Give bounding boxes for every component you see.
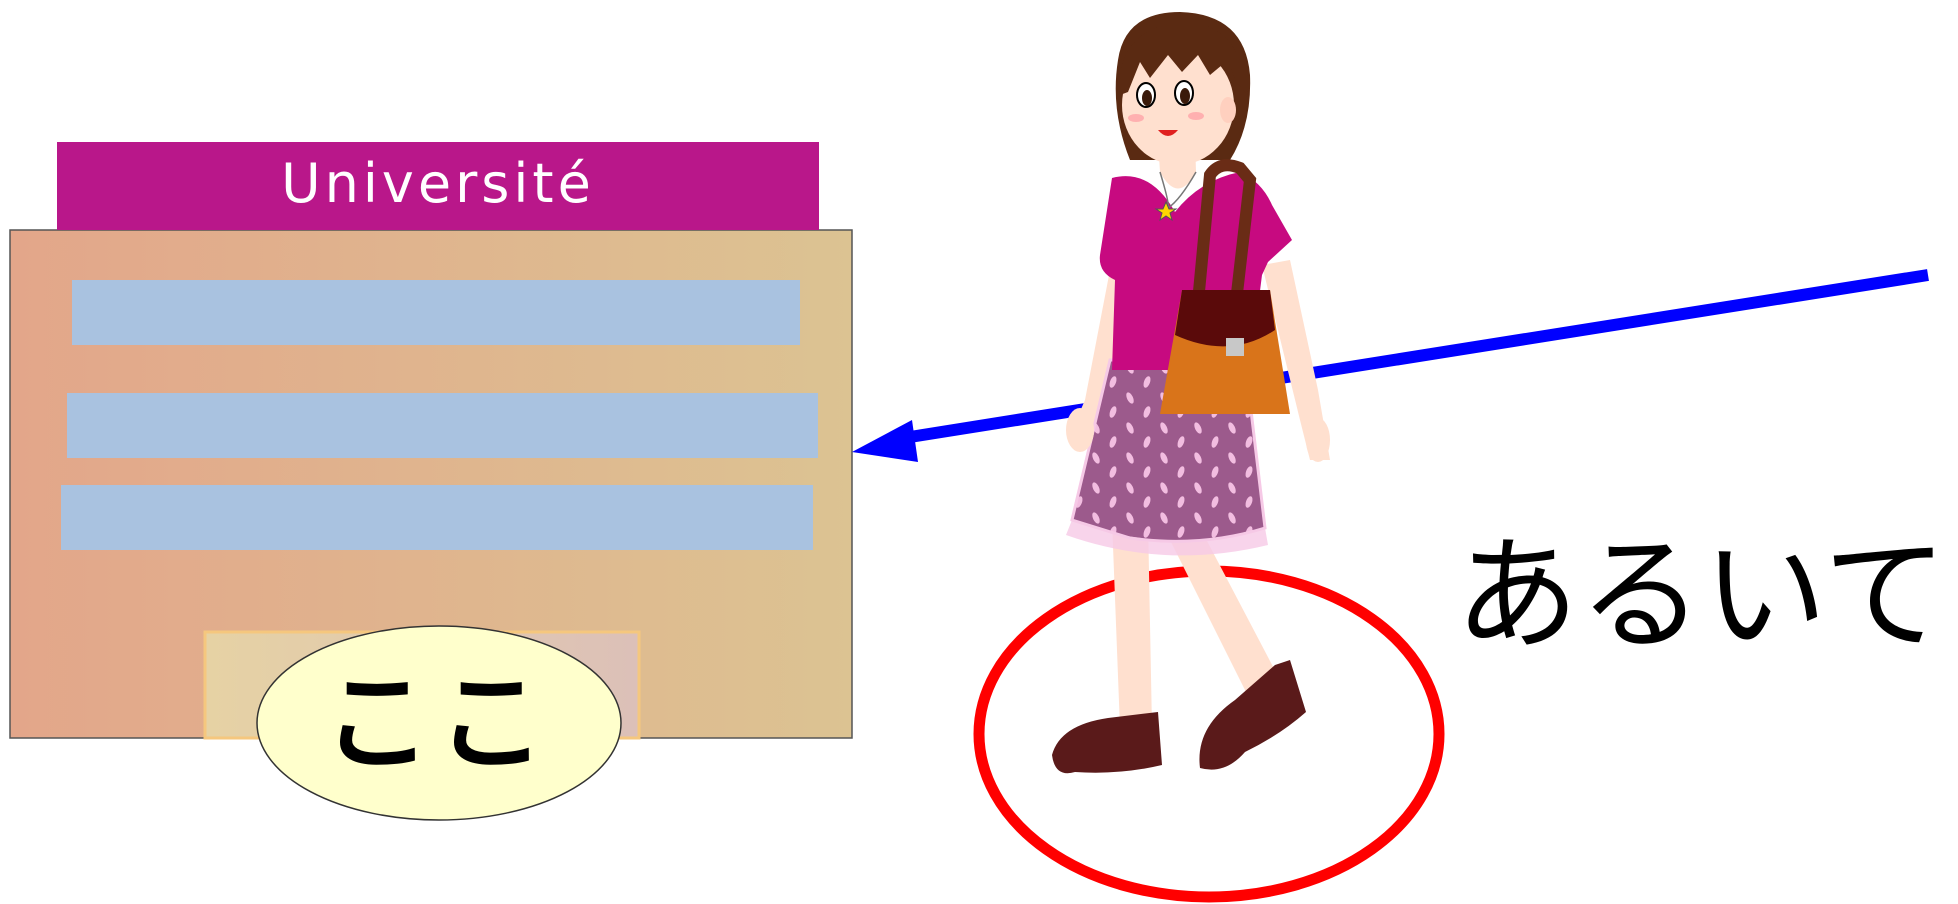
handbag-clasp xyxy=(1226,338,1244,356)
handbag-flap xyxy=(1175,290,1275,346)
woman-left-hand xyxy=(1066,408,1094,452)
woman-right-pupil xyxy=(1180,88,1190,104)
building-window-2 xyxy=(67,393,818,458)
woman-left-blush xyxy=(1128,114,1144,122)
woman-left-pupil xyxy=(1142,90,1152,106)
university-building: Université ここ xyxy=(10,142,852,820)
arrow-shaft xyxy=(910,275,1928,437)
arrow-head xyxy=(852,420,918,462)
building-window-1 xyxy=(72,280,800,345)
woman-left-shoe xyxy=(1052,712,1162,773)
woman-ear xyxy=(1220,97,1236,123)
walking-woman xyxy=(1052,12,1330,773)
entrance-marker-label: ここ xyxy=(323,661,551,786)
woman-right-hand xyxy=(1306,418,1330,462)
walking-path-arrow xyxy=(852,275,1928,462)
building-window-3 xyxy=(61,485,813,550)
building-sign-text: Université xyxy=(281,152,595,215)
woman-right-blush xyxy=(1188,112,1204,120)
caption-walking: あるいて xyxy=(1455,524,1947,668)
